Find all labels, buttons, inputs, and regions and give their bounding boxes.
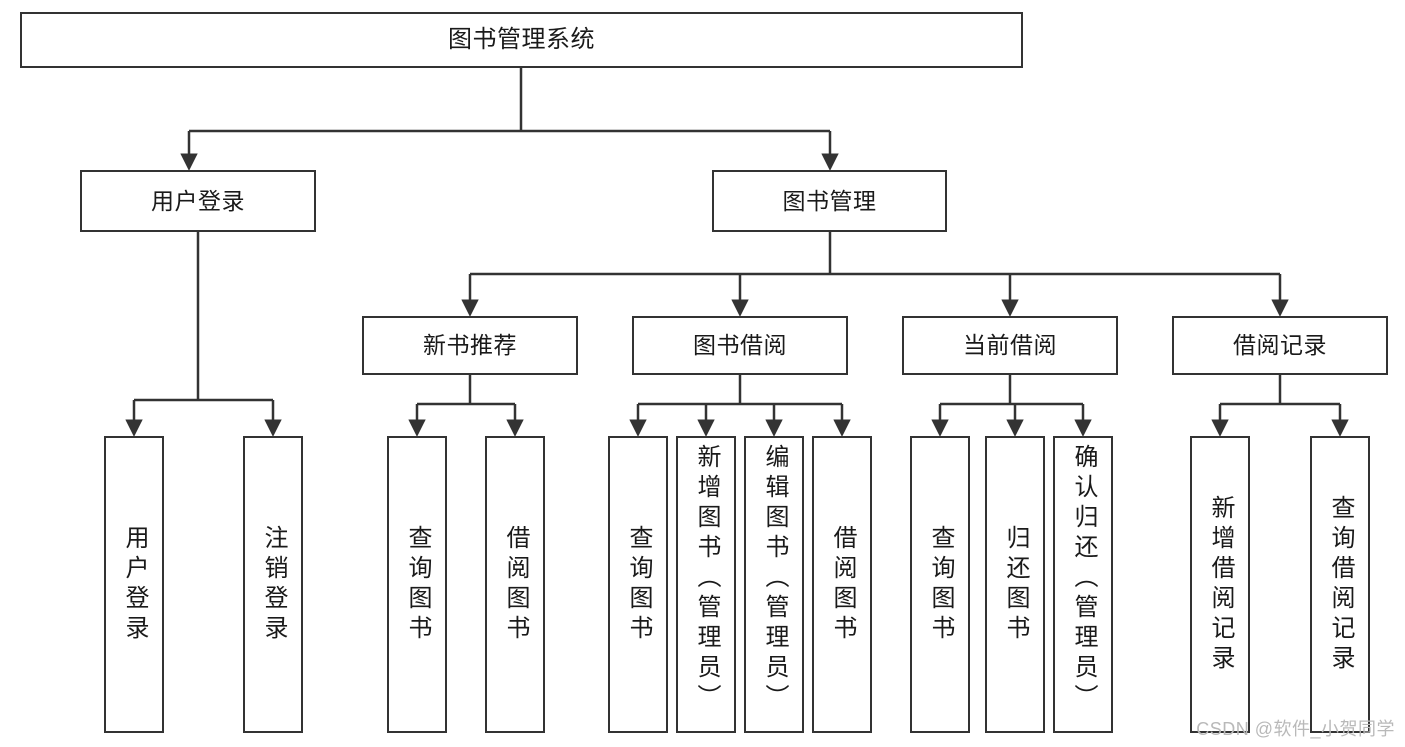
node-leaf-add-book-admin[interactable]: 新增图书（管理员） bbox=[676, 436, 736, 733]
node-book-borrow-label: 图书借阅 bbox=[693, 332, 787, 359]
node-leaf-query-book-3-label: 查询图书 bbox=[927, 524, 954, 645]
node-leaf-return-book[interactable]: 归还图书 bbox=[985, 436, 1045, 733]
node-new-book-recommend-label: 新书推荐 bbox=[423, 332, 517, 359]
watermark-text: CSDN @软件_小贺同学 bbox=[1196, 719, 1395, 739]
node-leaf-borrow-book-1[interactable]: 借阅图书 bbox=[485, 436, 545, 733]
node-leaf-confirm-return-admin-label: 确认归还（管理员） bbox=[1070, 444, 1097, 714]
node-leaf-user-logout-label: 注销登录 bbox=[260, 524, 287, 645]
node-user-login-label: 用户登录 bbox=[151, 187, 245, 214]
node-current-borrow-label: 当前借阅 bbox=[963, 332, 1057, 359]
node-leaf-user-login-label: 用户登录 bbox=[121, 524, 148, 645]
node-leaf-query-book-2-label: 查询图书 bbox=[625, 524, 652, 645]
node-leaf-edit-book-admin[interactable]: 编辑图书（管理员） bbox=[744, 436, 804, 733]
node-leaf-add-borrow-record[interactable]: 新增借阅记录 bbox=[1190, 436, 1250, 733]
node-leaf-query-book-1-label: 查询图书 bbox=[404, 524, 431, 645]
node-leaf-query-book-1[interactable]: 查询图书 bbox=[387, 436, 447, 733]
node-leaf-user-logout[interactable]: 注销登录 bbox=[243, 436, 303, 733]
node-leaf-borrow-book-1-label: 借阅图书 bbox=[502, 524, 529, 645]
node-leaf-query-book-2[interactable]: 查询图书 bbox=[608, 436, 668, 733]
node-leaf-query-book-3[interactable]: 查询图书 bbox=[910, 436, 970, 733]
node-leaf-query-borrow-record[interactable]: 查询借阅记录 bbox=[1310, 436, 1370, 733]
node-leaf-edit-book-admin-label: 编辑图书（管理员） bbox=[761, 444, 788, 714]
node-borrow-records[interactable]: 借阅记录 bbox=[1172, 316, 1388, 375]
node-leaf-borrow-book-2-label: 借阅图书 bbox=[829, 524, 856, 645]
node-leaf-add-book-admin-label: 新增图书（管理员） bbox=[693, 444, 720, 714]
node-leaf-user-login[interactable]: 用户登录 bbox=[104, 436, 164, 733]
node-leaf-query-borrow-record-label: 查询借阅记录 bbox=[1327, 494, 1354, 675]
node-leaf-return-book-label: 归还图书 bbox=[1002, 524, 1029, 645]
node-leaf-confirm-return-admin[interactable]: 确认归还（管理员） bbox=[1053, 436, 1113, 733]
node-leaf-add-borrow-record-label: 新增借阅记录 bbox=[1207, 494, 1234, 675]
node-book-management[interactable]: 图书管理 bbox=[712, 170, 947, 232]
node-user-login[interactable]: 用户登录 bbox=[80, 170, 316, 232]
node-root[interactable]: 图书管理系统 bbox=[20, 12, 1023, 68]
node-book-borrow[interactable]: 图书借阅 bbox=[632, 316, 848, 375]
node-leaf-borrow-book-2[interactable]: 借阅图书 bbox=[812, 436, 872, 733]
node-root-label: 图书管理系统 bbox=[448, 26, 595, 53]
node-borrow-records-label: 借阅记录 bbox=[1233, 332, 1327, 359]
node-book-management-label: 图书管理 bbox=[782, 187, 877, 214]
node-current-borrow[interactable]: 当前借阅 bbox=[902, 316, 1118, 375]
node-new-book-recommend[interactable]: 新书推荐 bbox=[362, 316, 578, 375]
